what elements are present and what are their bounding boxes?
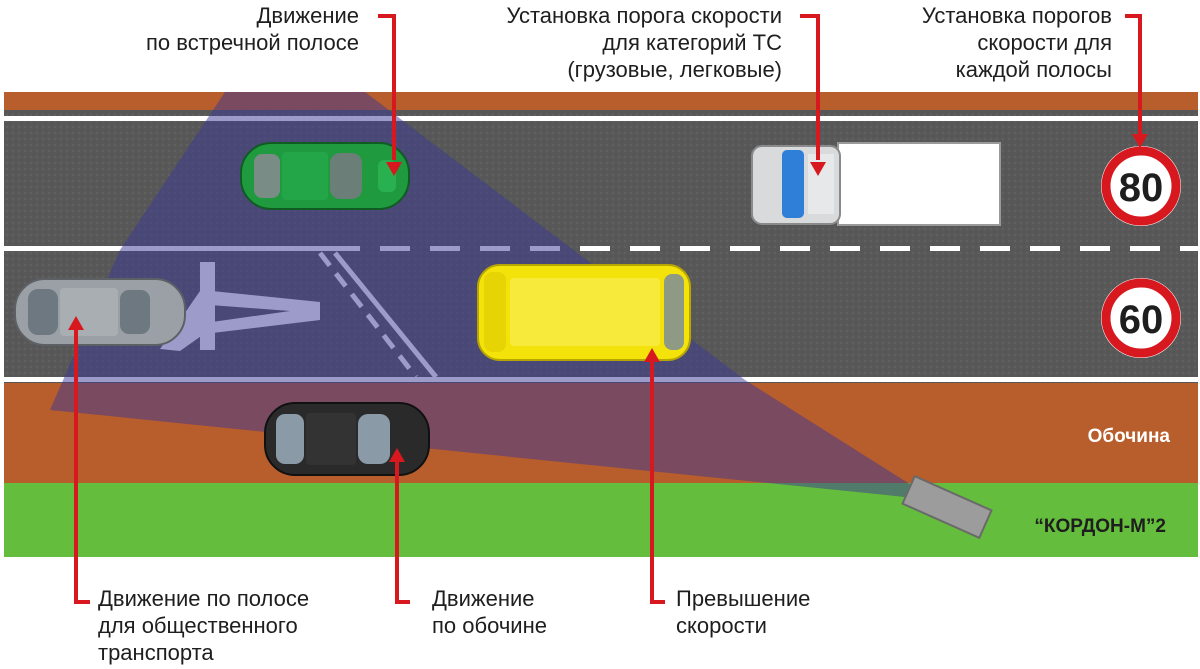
center-dash — [1130, 246, 1160, 251]
center-dash — [880, 246, 910, 251]
label-lane-thresholds: Установка порогов скорости для каждой по… — [921, 3, 1112, 82]
truck — [751, 142, 1001, 226]
center-dash — [580, 246, 610, 251]
callout-arrowheads — [68, 134, 1148, 462]
callout-lines — [74, 14, 1142, 604]
label-speeding: Превышение скорости — [676, 586, 811, 638]
shoulder-label: Обочина — [1088, 426, 1171, 447]
center-dash — [930, 246, 960, 251]
center-dash — [730, 246, 760, 251]
center-dash — [830, 246, 860, 251]
black-car — [264, 402, 430, 476]
center-dash — [1030, 246, 1060, 251]
kordon-device — [901, 474, 993, 540]
top-shoulder — [4, 92, 1198, 110]
device-label: “КОРДОН-М”2 — [1034, 516, 1166, 537]
speed-sign-80: 80 — [1101, 146, 1181, 226]
center-dash — [1180, 246, 1200, 251]
center-dash — [630, 246, 660, 251]
grass-area — [4, 483, 1198, 557]
speed-sign-60-value: 60 — [1119, 298, 1164, 342]
speed-sign-80-value: 80 — [1119, 166, 1164, 210]
speed-sign-60: 60 — [1101, 278, 1181, 358]
label-oncoming: Движение по встречной полосе — [146, 3, 359, 55]
green-car — [240, 142, 410, 210]
center-dash — [680, 246, 710, 251]
center-dash — [1080, 246, 1110, 251]
yellow-van — [477, 264, 691, 361]
edge-line-top — [4, 116, 1198, 121]
center-dash — [780, 246, 810, 251]
gray-car — [14, 278, 186, 346]
center-line-dashed — [380, 246, 1200, 251]
label-category-threshold: Установка порога скорости для категорий … — [506, 3, 782, 82]
label-shoulder-driving: Движение по обочине — [432, 586, 547, 638]
label-bus-lane: Движение по полосе для общественного тра… — [98, 586, 310, 665]
center-dash — [980, 246, 1010, 251]
